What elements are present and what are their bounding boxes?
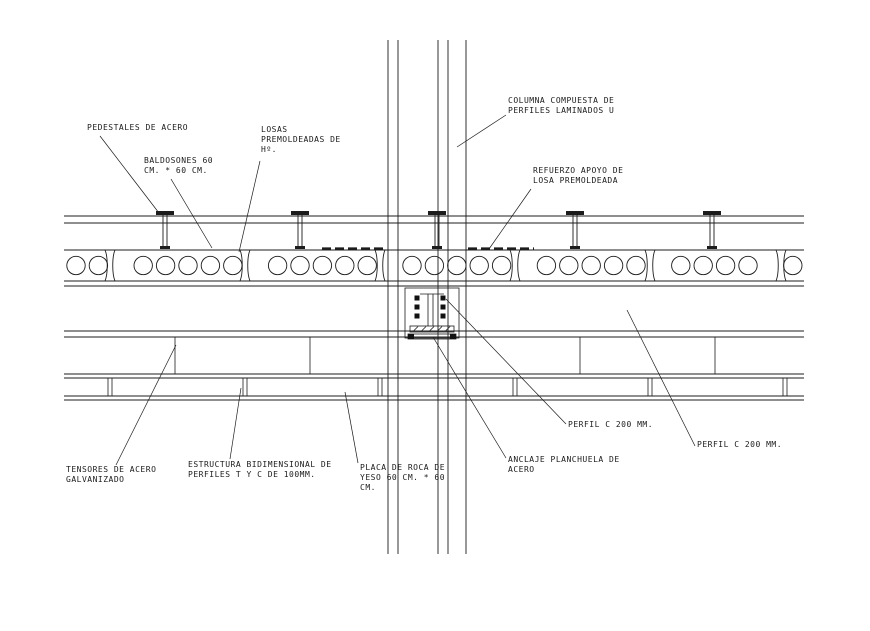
label-baldosones: BALDOSONES 60 CM. * 60 CM. xyxy=(144,156,214,175)
pedestal-head xyxy=(291,211,309,215)
slab-void-circle xyxy=(402,255,422,276)
leader-line xyxy=(456,114,507,148)
label-refuerzo-apoyo: REFUERZO APOYO DE LOSA PREMOLDEADA xyxy=(533,166,624,185)
detail-outline xyxy=(404,287,460,339)
hollow-core-slab-circles xyxy=(66,255,803,276)
label-placa-roca-yeso: PLACA DE ROCA DE YESO 60 CM. * 60 CM. xyxy=(360,463,446,492)
precast-plank-joints xyxy=(104,249,787,282)
label-perfil-c-200-right: PERFIL C 200 MM. xyxy=(697,440,783,449)
slab-void-circle xyxy=(424,255,445,276)
leader-line xyxy=(626,309,696,447)
pedestal-base xyxy=(707,246,717,249)
slab-void-circle xyxy=(536,255,557,276)
slab-void-circle xyxy=(738,255,758,276)
slab-void-circle xyxy=(88,255,109,276)
plank-joint xyxy=(517,249,521,282)
leader-line xyxy=(432,336,507,459)
slab-void-circle xyxy=(626,255,646,276)
leader-line xyxy=(170,178,213,249)
bolt-squares xyxy=(414,295,446,319)
tension-rods xyxy=(174,337,716,374)
slab-void-circle xyxy=(267,255,288,276)
pedestal-head xyxy=(156,211,174,215)
pedestal-head xyxy=(566,211,584,215)
leader-line xyxy=(99,135,160,214)
leader-line xyxy=(445,298,567,425)
slab-void-circle xyxy=(581,255,601,276)
leader-line xyxy=(488,188,532,250)
slab-void-circle xyxy=(66,255,86,276)
slab-void-circle xyxy=(223,255,243,276)
plank-joint xyxy=(374,249,378,282)
label-anclaje-planchuela: ANCLAJE PLANCHUELA DE ACERO xyxy=(508,455,620,474)
slab-void-circle xyxy=(357,255,377,276)
label-pedestales-de-acero: PEDESTALES DE ACERO xyxy=(87,123,189,132)
label-perfil-c-200-center: PERFIL C 200 MM. xyxy=(568,420,654,429)
leader-line xyxy=(344,391,359,464)
label-columna-compuesta: COLUMNA COMPUESTA DE PERFILES LAMINADOS … xyxy=(508,96,615,115)
plank-joint xyxy=(382,249,386,282)
steel-pedestals xyxy=(156,211,721,249)
pedestal-base xyxy=(295,246,305,249)
plank-joint xyxy=(783,249,787,282)
leader-lines xyxy=(99,114,696,466)
label-losas-premoldeadas: LOSAS PREMOLDEADAS DE Hº. xyxy=(261,125,341,154)
slab-void-circle xyxy=(693,255,713,276)
slab-void-circle xyxy=(155,255,176,276)
plank-joint xyxy=(509,249,513,282)
slab-void-circle xyxy=(783,255,803,276)
label-tensores-acero: TENSORES DE ACERO GALVANIZADO xyxy=(66,465,157,484)
pedestal-base xyxy=(160,246,170,249)
hatched-flange-plate xyxy=(409,325,455,333)
pedestal-base xyxy=(432,246,442,249)
slab-void-circle xyxy=(671,255,691,276)
plank-joint xyxy=(247,249,251,282)
leader-line xyxy=(238,160,261,253)
pedestal-head xyxy=(428,211,446,215)
slab-void-circle xyxy=(715,255,736,276)
slab-void-circle xyxy=(200,255,221,276)
column-splice-detail xyxy=(404,287,460,340)
leader-line xyxy=(115,344,177,466)
gypsum-board-joints xyxy=(107,378,788,396)
slab-void-circle xyxy=(312,255,333,276)
floor-assembly-lines xyxy=(64,215,804,401)
plank-joint xyxy=(239,249,243,282)
leader-line xyxy=(229,387,242,460)
plank-joint xyxy=(644,249,648,282)
plank-joint xyxy=(112,249,116,282)
composite-column-lines xyxy=(387,40,467,554)
pedestal-base xyxy=(570,246,580,249)
slab-void-circle xyxy=(447,255,467,276)
plank-joint xyxy=(652,249,656,282)
slab-void-circle xyxy=(290,255,310,276)
pedestal-head xyxy=(703,211,721,215)
slab-void-circle xyxy=(603,255,624,276)
slab-void-circle xyxy=(559,255,579,276)
plank-joint xyxy=(775,249,779,282)
slab-void-circle xyxy=(469,255,489,276)
slab-void-circle xyxy=(335,255,355,276)
slab-void-circle xyxy=(491,255,512,276)
slab-void-circle xyxy=(178,255,198,276)
slab-void-circle xyxy=(133,255,153,276)
label-estructura-bidimensional: ESTRUCTURA BIDIMENSIONAL DE PERFILES T Y… xyxy=(188,460,332,479)
plank-joint xyxy=(104,249,108,282)
anchor-plate xyxy=(407,333,457,340)
